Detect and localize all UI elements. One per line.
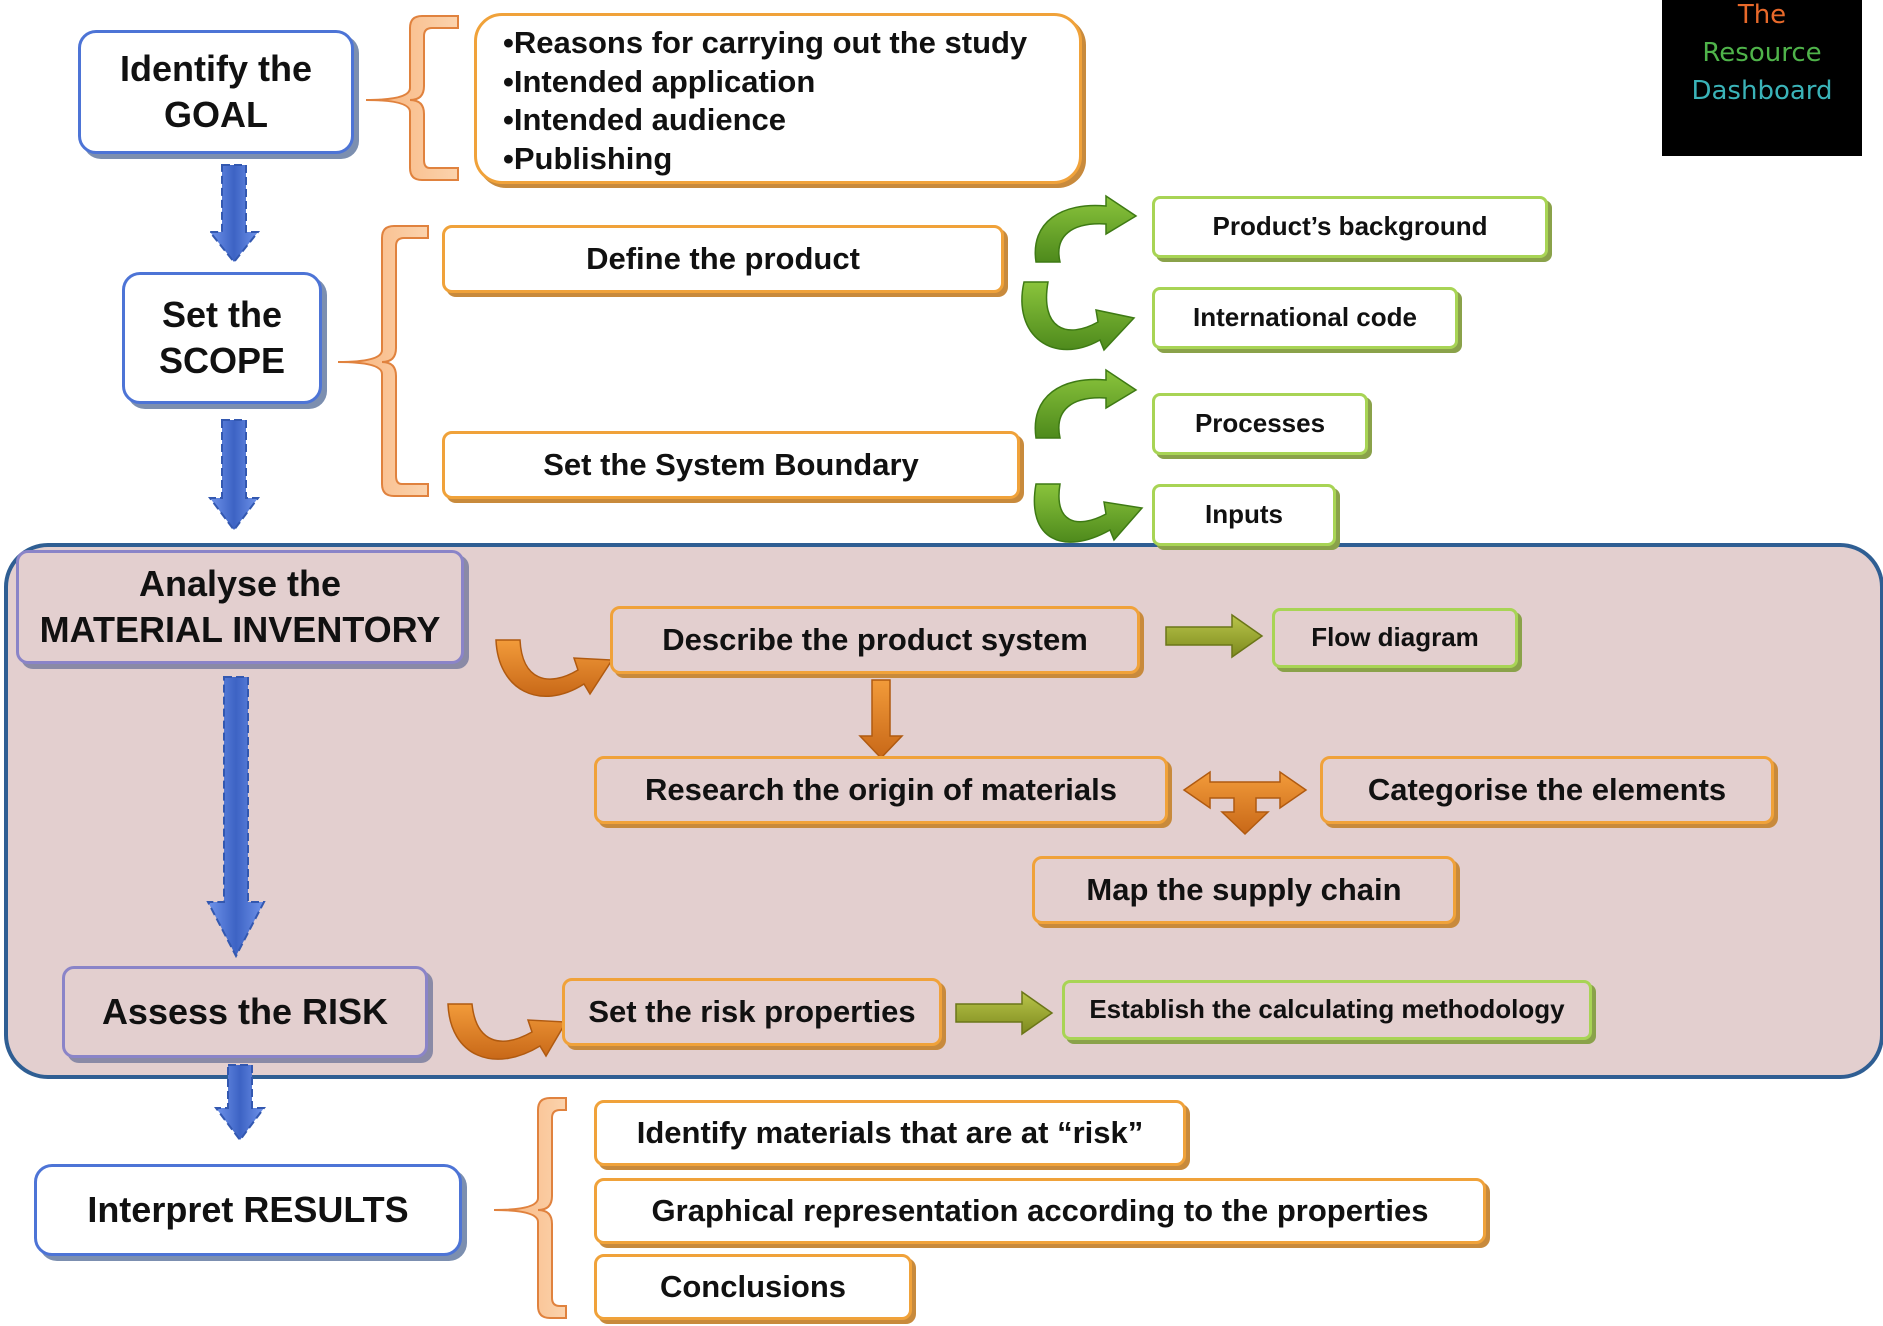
research-origin-box: Research the origin of materials xyxy=(594,756,1168,824)
down-arrow-3 xyxy=(206,676,266,959)
down-arrow-1 xyxy=(207,164,261,264)
curved-arrow-processes xyxy=(1034,368,1138,439)
right-arrow-methodology xyxy=(955,990,1054,1036)
step-inventory: Analyse the MATERIAL INVENTORY xyxy=(16,550,464,664)
curved-arrow-international-code xyxy=(1021,281,1136,352)
goal-item: Intended application xyxy=(503,63,1079,102)
conclusions-box: Conclusions xyxy=(594,1254,912,1320)
goal-items-box: Reasons for carrying out the study Inten… xyxy=(474,13,1082,184)
methodology-box: Establish the calculating methodology xyxy=(1062,980,1592,1040)
brace-results xyxy=(493,1097,567,1319)
system-boundary-box: Set the System Boundary xyxy=(442,431,1020,499)
brace-scope xyxy=(337,225,429,497)
right-arrow-flow xyxy=(1165,613,1264,659)
curved-arrow-risk xyxy=(447,1003,568,1060)
logo-line-3: Dashboard xyxy=(1691,76,1833,106)
set-risk-properties-box: Set the risk properties xyxy=(562,978,942,1046)
define-product-box: Define the product xyxy=(442,225,1004,293)
international-code-box: International code xyxy=(1152,287,1458,349)
step-scope-line1: Set the xyxy=(161,293,283,335)
down-arrow-4 xyxy=(214,1064,266,1142)
brace-goal xyxy=(365,15,459,181)
step-goal-line2: GOAL xyxy=(164,94,268,135)
inputs-box: Inputs xyxy=(1152,484,1336,546)
t-arrow-categorise xyxy=(1182,770,1308,836)
down-arrow-2 xyxy=(208,419,260,532)
down-arrow-research xyxy=(858,679,904,760)
categorise-box: Categorise the elements xyxy=(1320,756,1774,824)
goal-item: Publishing xyxy=(503,140,1079,179)
resource-dashboard-logo: The Resource Dashboard xyxy=(1662,0,1862,156)
graphical-representation-box: Graphical representation according to th… xyxy=(594,1178,1486,1244)
goal-item: Reasons for carrying out the study xyxy=(503,24,1079,63)
describe-system-box: Describe the product system xyxy=(610,606,1140,674)
curved-arrow-inventory xyxy=(495,639,614,698)
step-results: Interpret RESULTS xyxy=(34,1164,462,1256)
curved-arrow-inputs xyxy=(1033,483,1144,543)
logo-line-1: The xyxy=(1737,0,1787,30)
step-scope: Set the SCOPE xyxy=(122,272,322,404)
step-goal: Identify the GOAL xyxy=(78,30,354,154)
step-risk: Assess the RISK xyxy=(62,966,428,1058)
goal-item: Intended audience xyxy=(503,101,1079,140)
curved-arrow-product-background xyxy=(1034,194,1138,263)
supply-chain-box: Map the supply chain xyxy=(1032,856,1456,924)
step-inventory-line1: Analyse the xyxy=(138,562,342,604)
identify-risk-materials-box: Identify materials that are at “risk” xyxy=(594,1100,1186,1166)
step-inventory-line2: MATERIAL INVENTORY xyxy=(39,609,441,650)
step-goal-line1: Identify the xyxy=(119,47,312,89)
processes-box: Processes xyxy=(1152,393,1368,455)
product-background-box: Product’s background xyxy=(1152,196,1548,258)
flow-diagram-box: Flow diagram xyxy=(1272,608,1518,668)
step-scope-line2: SCOPE xyxy=(158,340,286,381)
logo-line-2: Resource xyxy=(1702,38,1822,68)
